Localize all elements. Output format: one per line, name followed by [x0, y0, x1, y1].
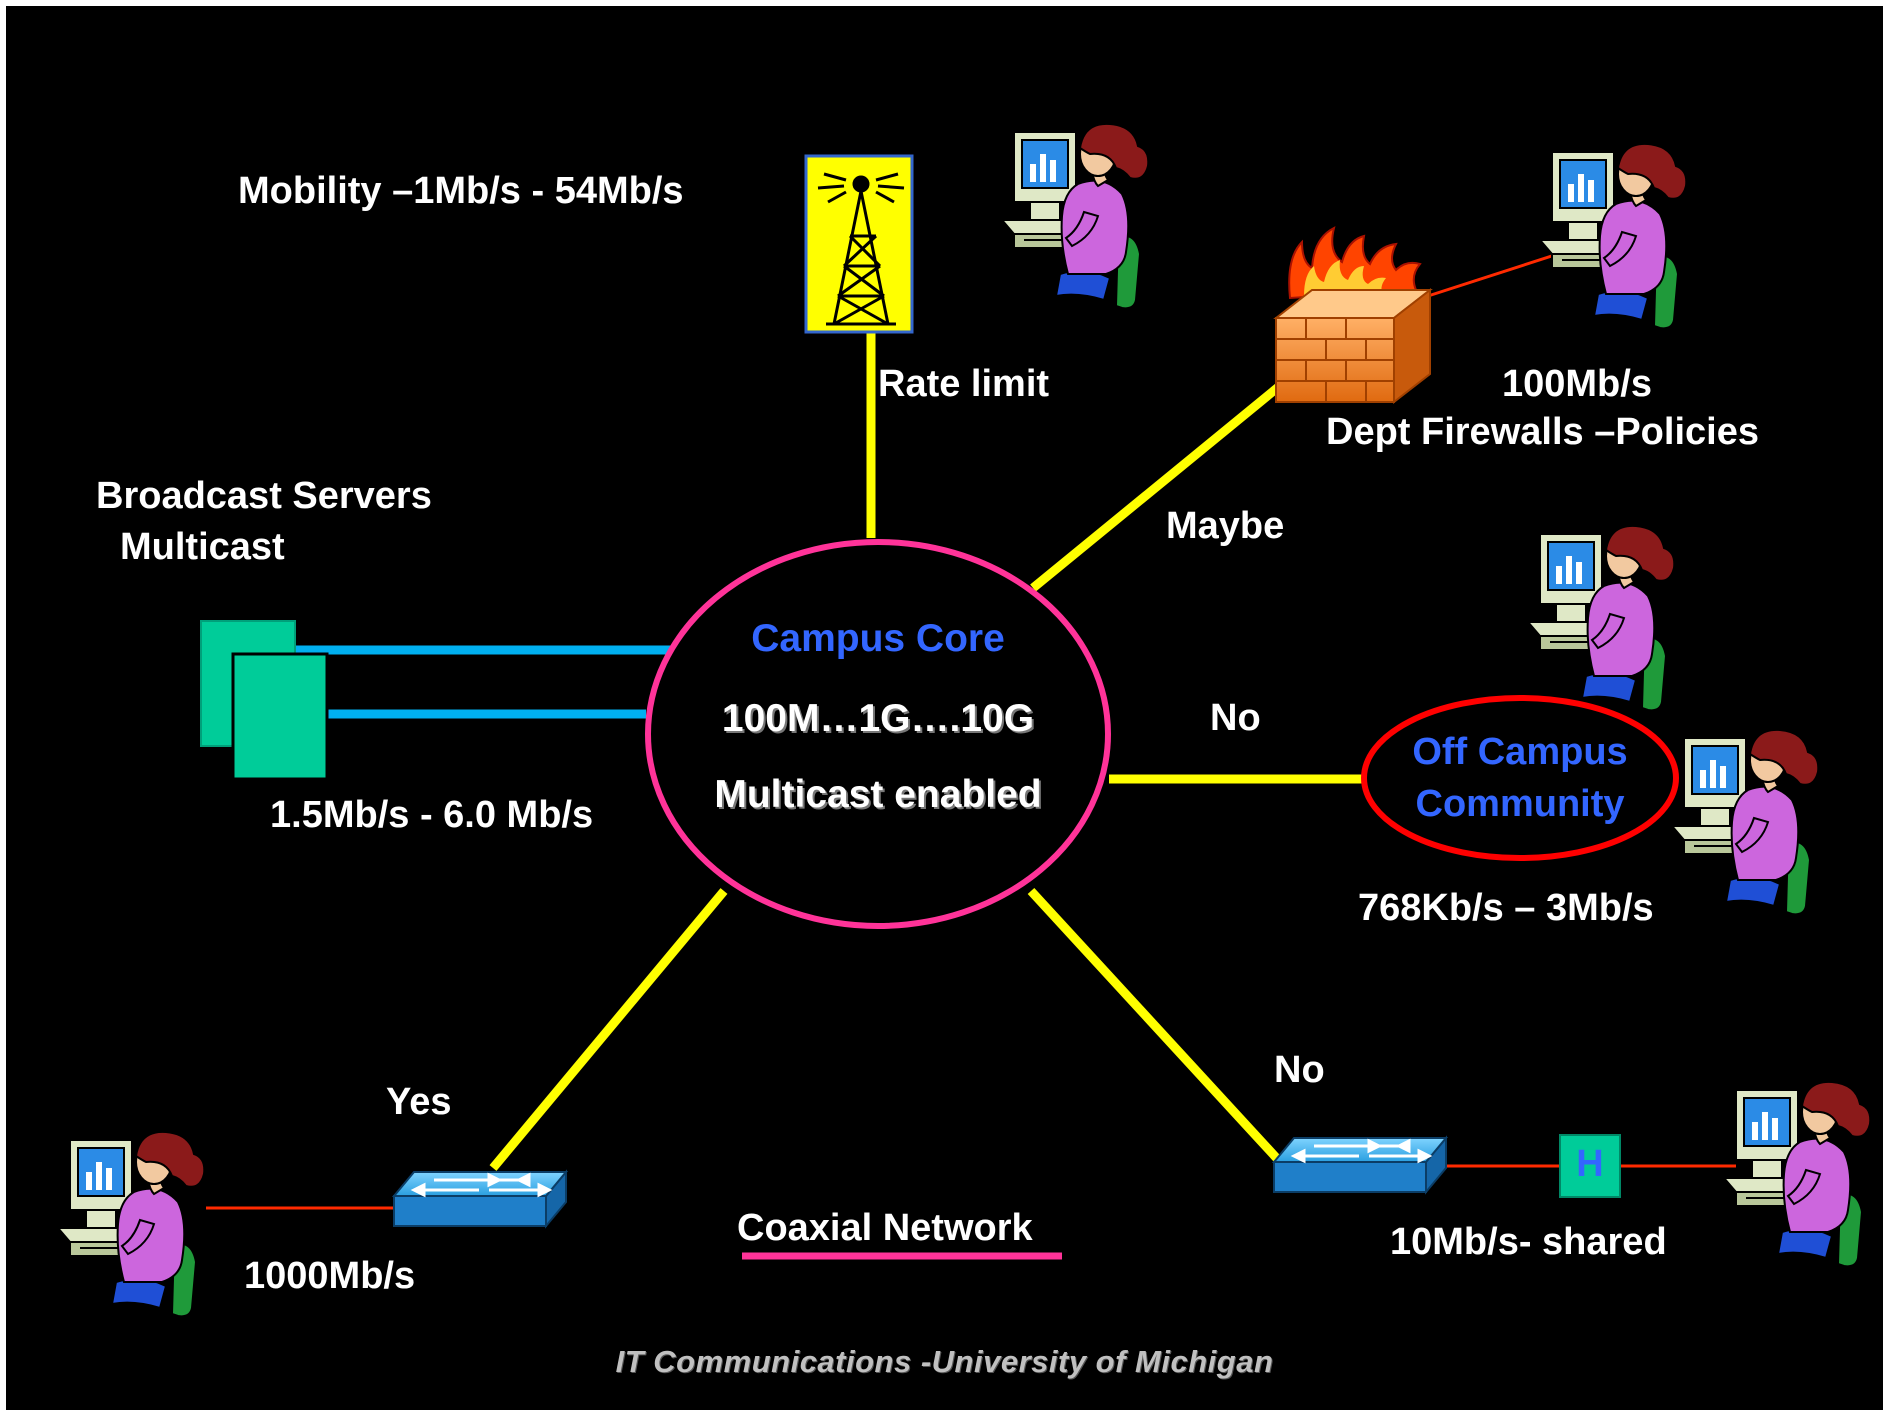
core-speeds: 100M…1G….10G	[721, 697, 1035, 740]
user-at-computer-icon	[1539, 142, 1688, 330]
campus-core-ring	[645, 539, 1111, 929]
broadcast-servers-label: Broadcast Servers	[96, 475, 432, 517]
core-title: Campus Core	[751, 617, 1005, 660]
server-icon	[231, 652, 329, 781]
rate-limit-label: Rate limit	[878, 363, 1050, 405]
link-core-to-firewall	[1030, 362, 1307, 592]
yes-label: Yes	[386, 1081, 452, 1123]
firewall-policies-label: Dept Firewalls –Policies	[1326, 411, 1759, 453]
no-shared-label: No	[1274, 1049, 1325, 1091]
core-multicast: Multicast enabled	[714, 773, 1042, 816]
firewall-rate-label: 100Mb/s	[1502, 363, 1652, 405]
user-at-computer-icon	[57, 1130, 206, 1318]
footer-credit: IT Communications -University of Michiga…	[615, 1344, 1274, 1379]
user-at-computer-icon	[1723, 1080, 1872, 1268]
user-at-computer-icon	[1671, 728, 1820, 916]
hub-icon	[1559, 1134, 1621, 1198]
multicast-label: Multicast	[120, 526, 285, 568]
network-switch-icon	[1272, 1136, 1448, 1194]
no-off-campus-label: No	[1210, 697, 1261, 739]
gig-rate-label: 1000Mb/s	[244, 1255, 416, 1297]
link-firewall-to-user	[1427, 252, 1559, 298]
link-core-to-shared-switch	[1027, 887, 1286, 1168]
wireless-tower-icon	[804, 154, 914, 334]
user-at-computer-icon	[1527, 524, 1676, 712]
broadcast-rate-label: 1.5Mb/s - 6.0 Mb/s	[270, 794, 594, 836]
off-campus-ring	[1361, 695, 1679, 861]
shared-rate-label: 10Mb/s- shared	[1390, 1221, 1667, 1263]
mobility-label: Mobility –1Mb/s - 54Mb/s	[238, 170, 684, 212]
off-campus-label: Off Campus	[1412, 731, 1628, 773]
community-label: Community	[1415, 783, 1625, 825]
slide: Campus Core 100M…1G….10G Multicast enabl…	[6, 6, 1883, 1410]
maybe-label: Maybe	[1166, 505, 1285, 547]
firewall-icon	[1273, 226, 1433, 405]
network-switch-icon	[392, 1170, 568, 1228]
off-campus-rate-label: 768Kb/s – 3Mb/s	[1358, 887, 1654, 929]
network-diagram	[57, 122, 1872, 1318]
user-at-computer-icon	[1001, 122, 1150, 310]
hub-letter: H	[1576, 1143, 1604, 1185]
link-core-to-gig-switch	[489, 888, 728, 1171]
coaxial-network-label: Coaxial Network	[737, 1207, 1033, 1249]
